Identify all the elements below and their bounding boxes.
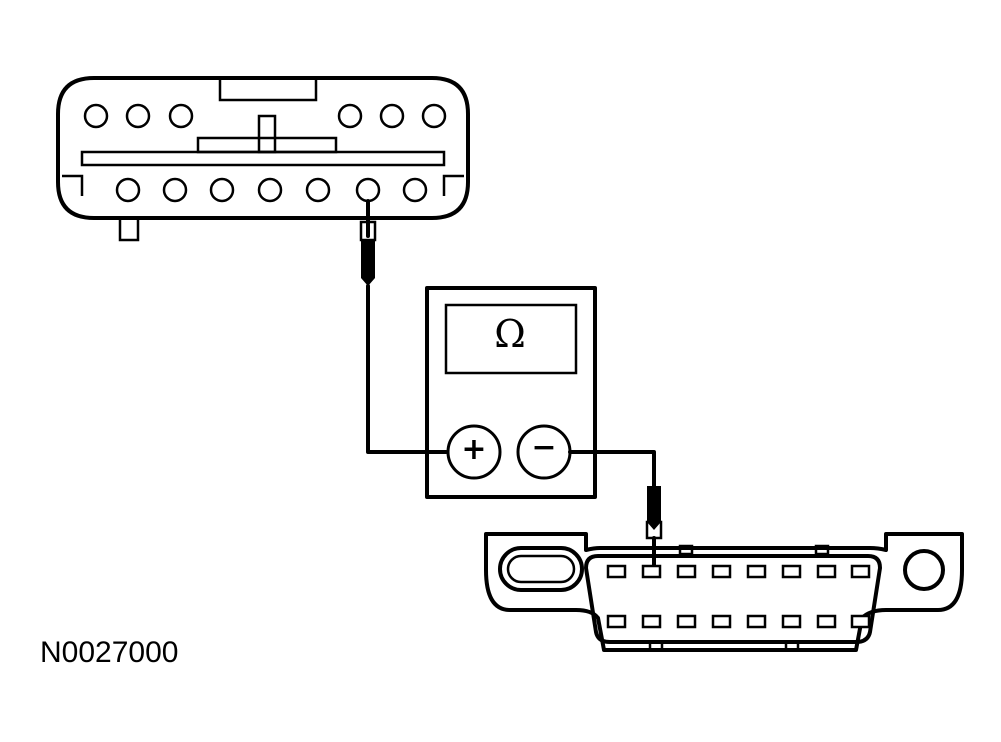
test-probe-icon <box>361 240 375 286</box>
negative-lead-wire <box>568 450 656 488</box>
connector-corner-key-left <box>62 174 84 196</box>
connector-rib-post <box>257 114 277 154</box>
connector-pin <box>257 177 283 203</box>
connector-pin <box>125 103 151 129</box>
dlc-outer-housing <box>484 532 964 652</box>
connector-latch-tab <box>218 76 318 102</box>
connector-pin <box>305 177 331 203</box>
dlc-terminal <box>606 564 627 579</box>
dlc-terminal <box>641 614 662 629</box>
dlc-terminal <box>746 614 767 629</box>
positive-terminal <box>446 424 502 480</box>
connector-corner-key-right <box>442 174 464 196</box>
positive-test-lead <box>359 199 448 454</box>
positive-terminal-label: + <box>461 432 487 467</box>
ohmmeter <box>425 286 597 499</box>
dlc-top-terminal-row <box>606 564 871 579</box>
connector-locating-peg <box>118 218 140 242</box>
connector-bottom-pin-row <box>115 177 428 203</box>
connector-pin <box>83 103 109 129</box>
connector-pin <box>379 103 405 129</box>
dlc-terminal <box>606 614 627 629</box>
connector-pin <box>115 177 141 203</box>
connector-center-rib <box>80 150 446 167</box>
dlc-terminal <box>816 614 837 629</box>
dlc-mounting-slot-inner <box>506 554 576 584</box>
connector-pin-tested <box>355 177 381 203</box>
component-connector-housing <box>56 76 470 220</box>
dlc-terminal <box>781 564 802 579</box>
dlc-key-notch <box>678 544 694 556</box>
connector-pin <box>209 177 235 203</box>
figure-reference-id: N0027000 <box>40 636 179 669</box>
dlc-terminal <box>676 614 697 629</box>
dlc-mounting-hole <box>903 549 945 591</box>
dlc-mounting-slot <box>498 546 584 592</box>
dlc-key-notch <box>784 640 800 652</box>
ohmmeter-display-symbol: Ω <box>494 312 526 356</box>
connector-pin <box>402 177 428 203</box>
connector-pin <box>162 177 188 203</box>
connector-pin <box>168 103 194 129</box>
connector-rib-block <box>196 136 338 154</box>
dlc-terminal <box>641 564 662 579</box>
dlc-terminal <box>850 564 871 579</box>
dlc-inner-shroud <box>584 554 882 644</box>
connector-pin <box>337 103 363 129</box>
dlc-bottom-terminal-row <box>606 614 871 629</box>
ohmmeter-display <box>444 303 578 375</box>
dlc-terminal <box>711 614 732 629</box>
dlc-terminal <box>746 564 767 579</box>
connector-top-pin-row <box>83 103 447 129</box>
ohmmeter-icon <box>425 286 597 499</box>
positive-lead-wire <box>366 284 448 454</box>
dlc-terminal <box>711 564 732 579</box>
negative-terminal-label: − <box>531 430 557 465</box>
dlc-terminal <box>676 564 697 579</box>
dlc-key-notch <box>648 640 664 652</box>
dlc-connector <box>484 532 964 652</box>
test-probe-icon <box>647 486 661 530</box>
dlc-terminal <box>850 614 871 629</box>
dlc-terminal <box>781 614 802 629</box>
dlc-key-notch <box>814 544 830 556</box>
dlc-terminal <box>816 564 837 579</box>
connector-pin <box>421 103 447 129</box>
component-connector <box>56 76 470 242</box>
